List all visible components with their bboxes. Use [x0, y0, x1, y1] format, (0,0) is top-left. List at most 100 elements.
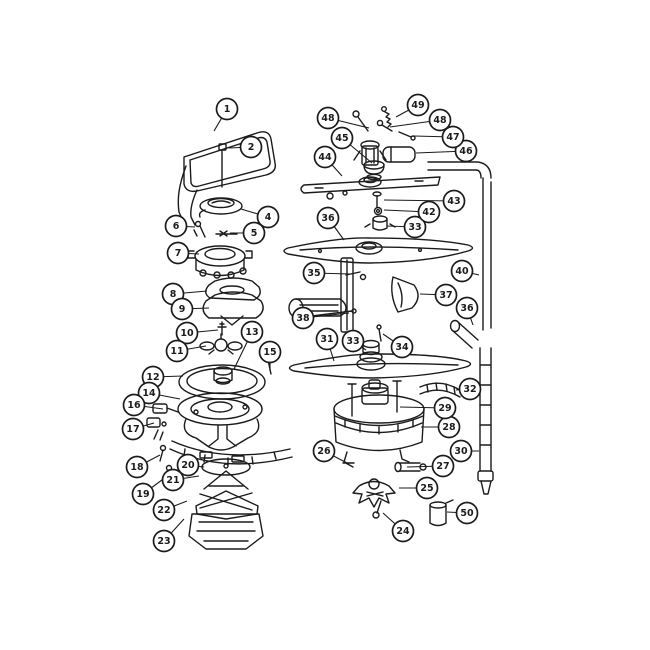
callout-circle-38 — [293, 308, 314, 329]
callout-number-14: 14 — [142, 388, 156, 399]
callout-number-50: 50 — [460, 508, 474, 519]
part-pin-47 — [399, 132, 415, 140]
callout-number-45: 45 — [335, 133, 348, 144]
callout-circle-7 — [168, 243, 189, 264]
callout-number-6: 6 — [173, 221, 180, 232]
callout-circle-15 — [260, 342, 281, 363]
callout-circle-33 — [405, 217, 426, 238]
part-spray-cone — [204, 471, 248, 489]
part-motor-bolts — [348, 381, 401, 416]
callout-number-37: 37 — [439, 290, 452, 301]
callout-number-16: 16 — [127, 400, 141, 411]
callout-circle-6 — [166, 216, 187, 237]
part-shaft — [218, 322, 226, 335]
callout-number-32: 32 — [463, 384, 476, 395]
part-screw-48b — [377, 120, 392, 131]
part-motor-mount — [189, 491, 263, 549]
callout-number-25: 25 — [420, 483, 433, 494]
part-fill-tube — [428, 162, 493, 494]
callout-circle-32 — [460, 379, 481, 400]
callout-number-17: 17 — [126, 424, 139, 435]
callout-circle-25 — [417, 478, 438, 499]
callout-circle-13 — [242, 322, 263, 343]
callout-number-27: 27 — [436, 461, 449, 472]
callout-layer: 1245678910111213141516171819202122232425… — [123, 95, 481, 552]
callout-circle-20 — [178, 455, 199, 476]
part-clip — [216, 231, 237, 236]
callout-number-28: 28 — [442, 422, 456, 433]
callout-circle-18 — [127, 457, 148, 478]
callout-circle-50 — [457, 503, 478, 524]
part-impeller-lower — [353, 479, 395, 507]
callout-number-40: 40 — [455, 266, 469, 277]
callout-number-1: 1 — [224, 104, 231, 115]
callout-number-18: 18 — [130, 462, 144, 473]
callout-number-4: 4 — [265, 212, 272, 223]
callout-circle-14 — [139, 383, 160, 404]
part-screw-48a — [353, 111, 368, 131]
callout-number-33: 33 — [408, 222, 421, 233]
callout-circle-37 — [436, 285, 457, 306]
callout-number-48: 48 — [433, 115, 447, 126]
part-screw-24 — [373, 501, 381, 518]
part-lower-spray-arm — [290, 341, 471, 379]
callout-leader-43 — [384, 200, 454, 201]
callout-number-21: 21 — [166, 475, 179, 486]
callout-circle-5 — [244, 223, 265, 244]
callout-circle-10 — [177, 323, 198, 344]
part-screw-6 — [196, 222, 206, 238]
part-rod — [219, 144, 226, 187]
callout-circle-9 — [172, 299, 193, 320]
callout-number-31: 31 — [320, 334, 333, 345]
part-clamp — [153, 404, 178, 413]
callout-number-8: 8 — [170, 289, 177, 300]
callout-number-34: 34 — [395, 342, 409, 353]
callout-number-43: 43 — [447, 196, 460, 207]
callout-number-46: 46 — [459, 146, 473, 157]
part-support-ring — [170, 441, 292, 465]
callout-circle-42 — [419, 202, 440, 223]
part-pump-inlet — [188, 246, 252, 278]
callout-circle-11 — [167, 341, 188, 362]
callout-number-24: 24 — [396, 526, 410, 537]
callout-number-29: 29 — [438, 403, 451, 414]
callout-circle-45 — [332, 128, 353, 149]
callout-circle-34 — [392, 337, 413, 358]
callout-circle-30 — [451, 441, 472, 462]
callout-circle-44 — [315, 147, 336, 168]
callout-circle-24 — [393, 521, 414, 542]
callout-number-42: 42 — [422, 207, 435, 218]
part-mount-foot — [343, 450, 409, 467]
callout-circle-43 — [444, 191, 465, 212]
callout-number-36: 36 — [460, 303, 474, 314]
part-spray-plate — [202, 459, 250, 475]
callout-number-20: 20 — [181, 460, 195, 471]
callout-circle-48 — [430, 110, 451, 131]
callout-circle-49 — [408, 95, 429, 116]
callout-circle-40 — [452, 261, 473, 282]
part-cap — [200, 198, 242, 217]
part-middle-spray-arm — [284, 238, 473, 263]
part-pump-plate — [178, 393, 262, 450]
part-nut-42 — [375, 208, 382, 215]
callout-number-13: 13 — [245, 327, 258, 338]
callout-circle-36 — [318, 208, 339, 229]
part-hose — [420, 383, 460, 397]
part-spring-49 — [382, 107, 391, 127]
callout-circle-35 — [304, 263, 325, 284]
part-fitting-35 — [346, 272, 366, 280]
callout-number-22: 22 — [157, 505, 170, 516]
callout-number-23: 23 — [157, 536, 170, 547]
callout-circle-26 — [314, 441, 335, 462]
part-coupler — [430, 500, 453, 526]
callout-circle-2 — [241, 137, 262, 158]
callout-circle-29 — [435, 398, 456, 419]
callout-number-10: 10 — [180, 328, 194, 339]
part-screw-43 — [373, 192, 381, 207]
callout-circle-48 — [318, 108, 339, 129]
callout-number-35: 35 — [307, 268, 320, 279]
part-impeller-upper — [200, 334, 242, 354]
callout-number-5: 5 — [251, 228, 258, 239]
callout-number-38: 38 — [296, 313, 310, 324]
